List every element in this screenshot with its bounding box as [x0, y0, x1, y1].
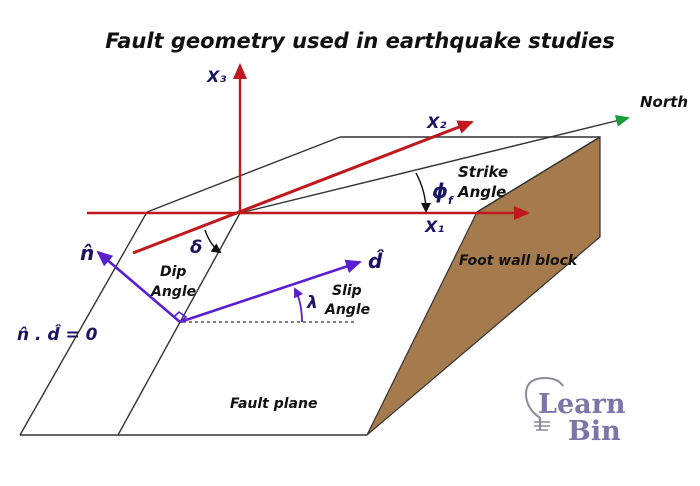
- diagram-title: Fault geometry used in earthquake studie…: [105, 29, 614, 53]
- footwall-label: Foot wall block: [459, 253, 579, 269]
- dip-angle-label-line2: Angle: [150, 284, 196, 300]
- x2-label: X₂: [426, 113, 446, 132]
- strike-angle-label-line1: Strike: [458, 163, 508, 181]
- slip-angle-label-line1: Slip: [332, 283, 362, 299]
- logo-text-learn: Learn: [538, 389, 626, 420]
- x2-axis: [132, 120, 474, 255]
- slip-angle-arc: [294, 287, 304, 323]
- learnbin-logo: Learn Bin: [524, 376, 626, 447]
- slip-vector-label: d̂: [368, 249, 385, 273]
- slip-vector: [179, 259, 362, 324]
- normal-vector: [96, 250, 181, 323]
- dip-angle-label-line1: Dip: [160, 264, 186, 280]
- right-angle-marker: [172, 310, 188, 324]
- dip-angle-symbol: δ: [190, 237, 202, 258]
- fault-plane-label: Fault plane: [230, 396, 317, 412]
- north-label: North: [640, 93, 688, 111]
- logo-text-bin: Bin: [568, 416, 621, 447]
- x3-label: X₃: [206, 67, 226, 86]
- x1-label: X₁: [424, 217, 444, 236]
- dip-angle-arc: [204, 229, 222, 254]
- normal-vector-label: n̂: [80, 241, 94, 265]
- strike-angle-arc: [415, 172, 431, 213]
- slip-angle-label-line2: Angle: [324, 302, 370, 318]
- north-strike-line: [239, 115, 630, 214]
- lightbulb-icon: [524, 376, 564, 430]
- orthogonality-equation: n̂ . d̂ = 0: [17, 324, 98, 345]
- strike-angle-symbol: ϕf: [432, 179, 454, 207]
- strike-angle-label-line2: Angle: [457, 183, 506, 201]
- slip-angle-symbol: λ: [306, 293, 318, 313]
